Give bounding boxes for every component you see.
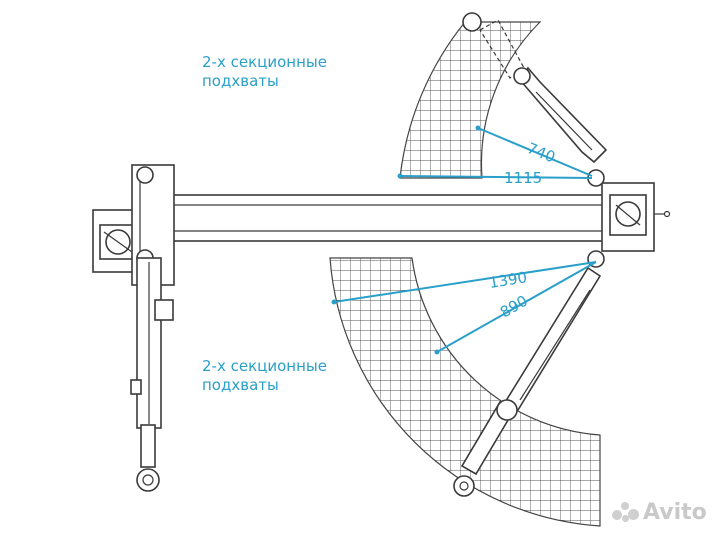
caption-bottom-line1: 2-х секционные bbox=[202, 357, 327, 375]
caption-top: 2-х секционные подхваты bbox=[202, 53, 327, 91]
crossbeam bbox=[149, 194, 613, 242]
caption-bottom: 2-х секционные подхваты bbox=[202, 357, 327, 395]
dimension-1115: 1115 bbox=[504, 169, 542, 187]
caption-top-line1: 2-х секционные bbox=[202, 53, 327, 71]
dimension-lines bbox=[331, 125, 597, 355]
avito-watermark: Avito bbox=[612, 500, 707, 525]
lower-right-arm bbox=[453, 266, 602, 497]
avito-wordmark: Avito bbox=[643, 500, 707, 525]
upper-right-arm bbox=[462, 12, 608, 164]
upper-arm-sweep-area bbox=[399, 21, 542, 179]
left-post bbox=[92, 164, 175, 286]
dimension-1390: 1390 bbox=[488, 268, 529, 292]
dimension-740: 740 bbox=[525, 139, 558, 166]
avito-logo-icon bbox=[612, 502, 640, 524]
caption-bottom-line2: подхваты bbox=[202, 376, 279, 394]
right-post bbox=[587, 169, 671, 268]
lower-arm-sweep-area bbox=[329, 257, 601, 527]
dimension-890: 890 bbox=[497, 292, 531, 322]
left-arm bbox=[130, 257, 174, 492]
caption-top-line2: подхваты bbox=[202, 72, 279, 90]
